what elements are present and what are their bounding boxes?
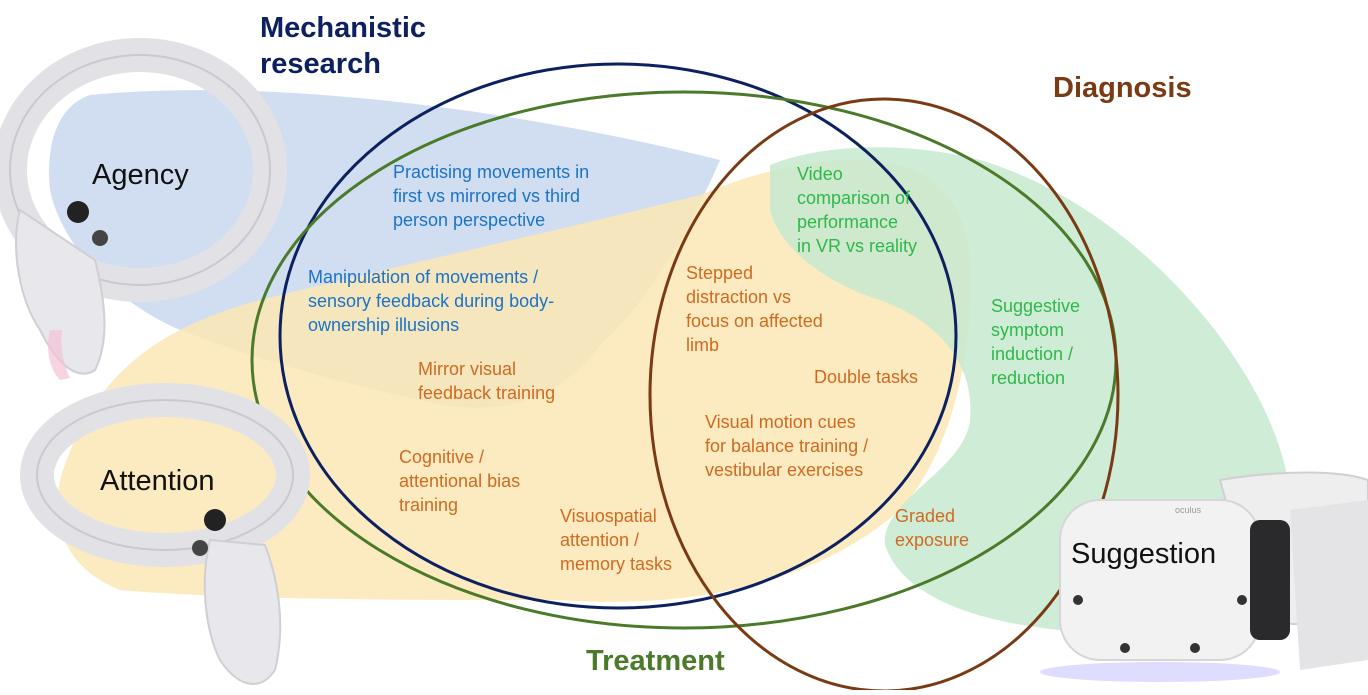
stepped-distraction-text: Stepped distraction vs focus on affected… [686,263,823,355]
vr-headset-suggestion-icon: oculus [1040,471,1368,682]
mechanistic-research-title: Mechanistic research [260,12,426,80]
practising-movements-text: Practising movements in first vs mirrore… [393,162,590,230]
vr-controller-attention-icon [20,383,310,685]
attention-label: Attention [100,465,215,497]
suggestive-symptom-text: Suggestive symptom induction / reduction [991,296,1081,388]
video-comparison-text: Video comparison of performance in VR vs… [797,164,918,256]
treatment-title: Treatment [586,645,725,677]
suggestion-label: Suggestion [1071,538,1217,570]
visual-motion-cues-text: Visual motion cues for balance training … [705,412,869,480]
manipulation-of-movements-text: Manipulation of movements / sensory feed… [308,267,555,335]
agency-label: Agency [92,159,189,191]
graded-exposure-text: Graded exposure [895,506,970,550]
cognitive-bias-training-text: Cognitive / attentional bias training [399,447,521,515]
visuospatial-tasks-text: Visuospatial attention / memory tasks [560,506,673,574]
diagnosis-title: Diagnosis [1053,72,1192,104]
vr-controller-agency-icon [0,38,287,380]
headset-brand-logo: oculus [1175,505,1202,515]
double-tasks-text: Double tasks [814,367,919,387]
mirror-visual-feedback-text: Mirror visual feedback training [418,359,556,403]
mechanistic-research-ellipse [278,62,958,610]
